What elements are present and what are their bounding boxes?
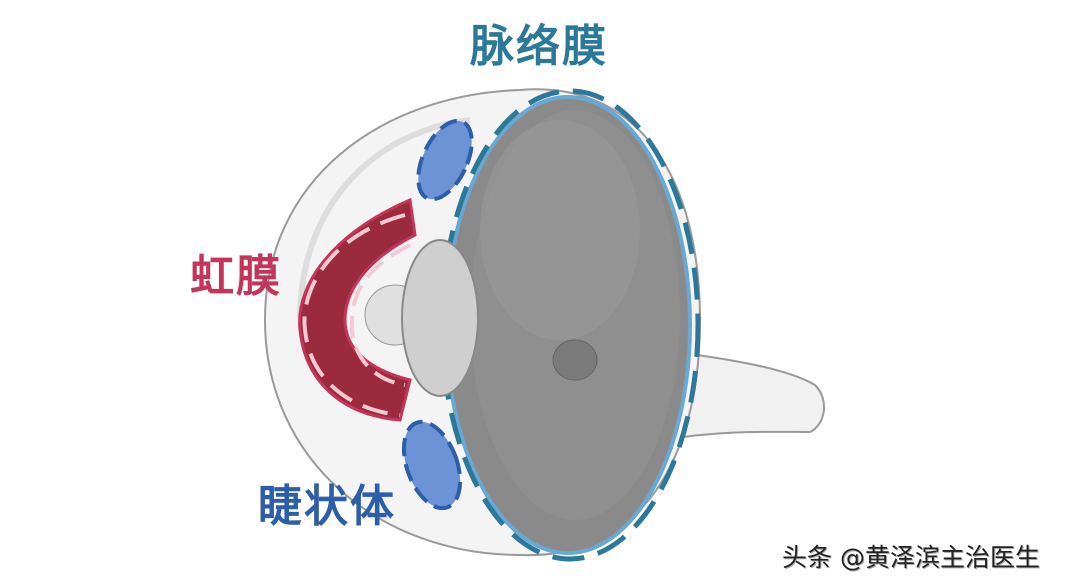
watermark: 头条 @黄泽滨主治医生 xyxy=(782,543,1040,572)
optic-disc xyxy=(552,339,598,381)
iris-shape xyxy=(298,197,417,422)
label-ciliary-body: 睫状体 xyxy=(258,481,396,532)
ciliary-body-bottom xyxy=(401,419,463,511)
ciliary-body-top xyxy=(416,118,474,202)
label-choroid: 脉络膜 xyxy=(470,21,608,72)
optic-nerve xyxy=(658,348,825,442)
lens xyxy=(401,239,479,397)
label-iris: 虹膜 xyxy=(190,251,282,302)
